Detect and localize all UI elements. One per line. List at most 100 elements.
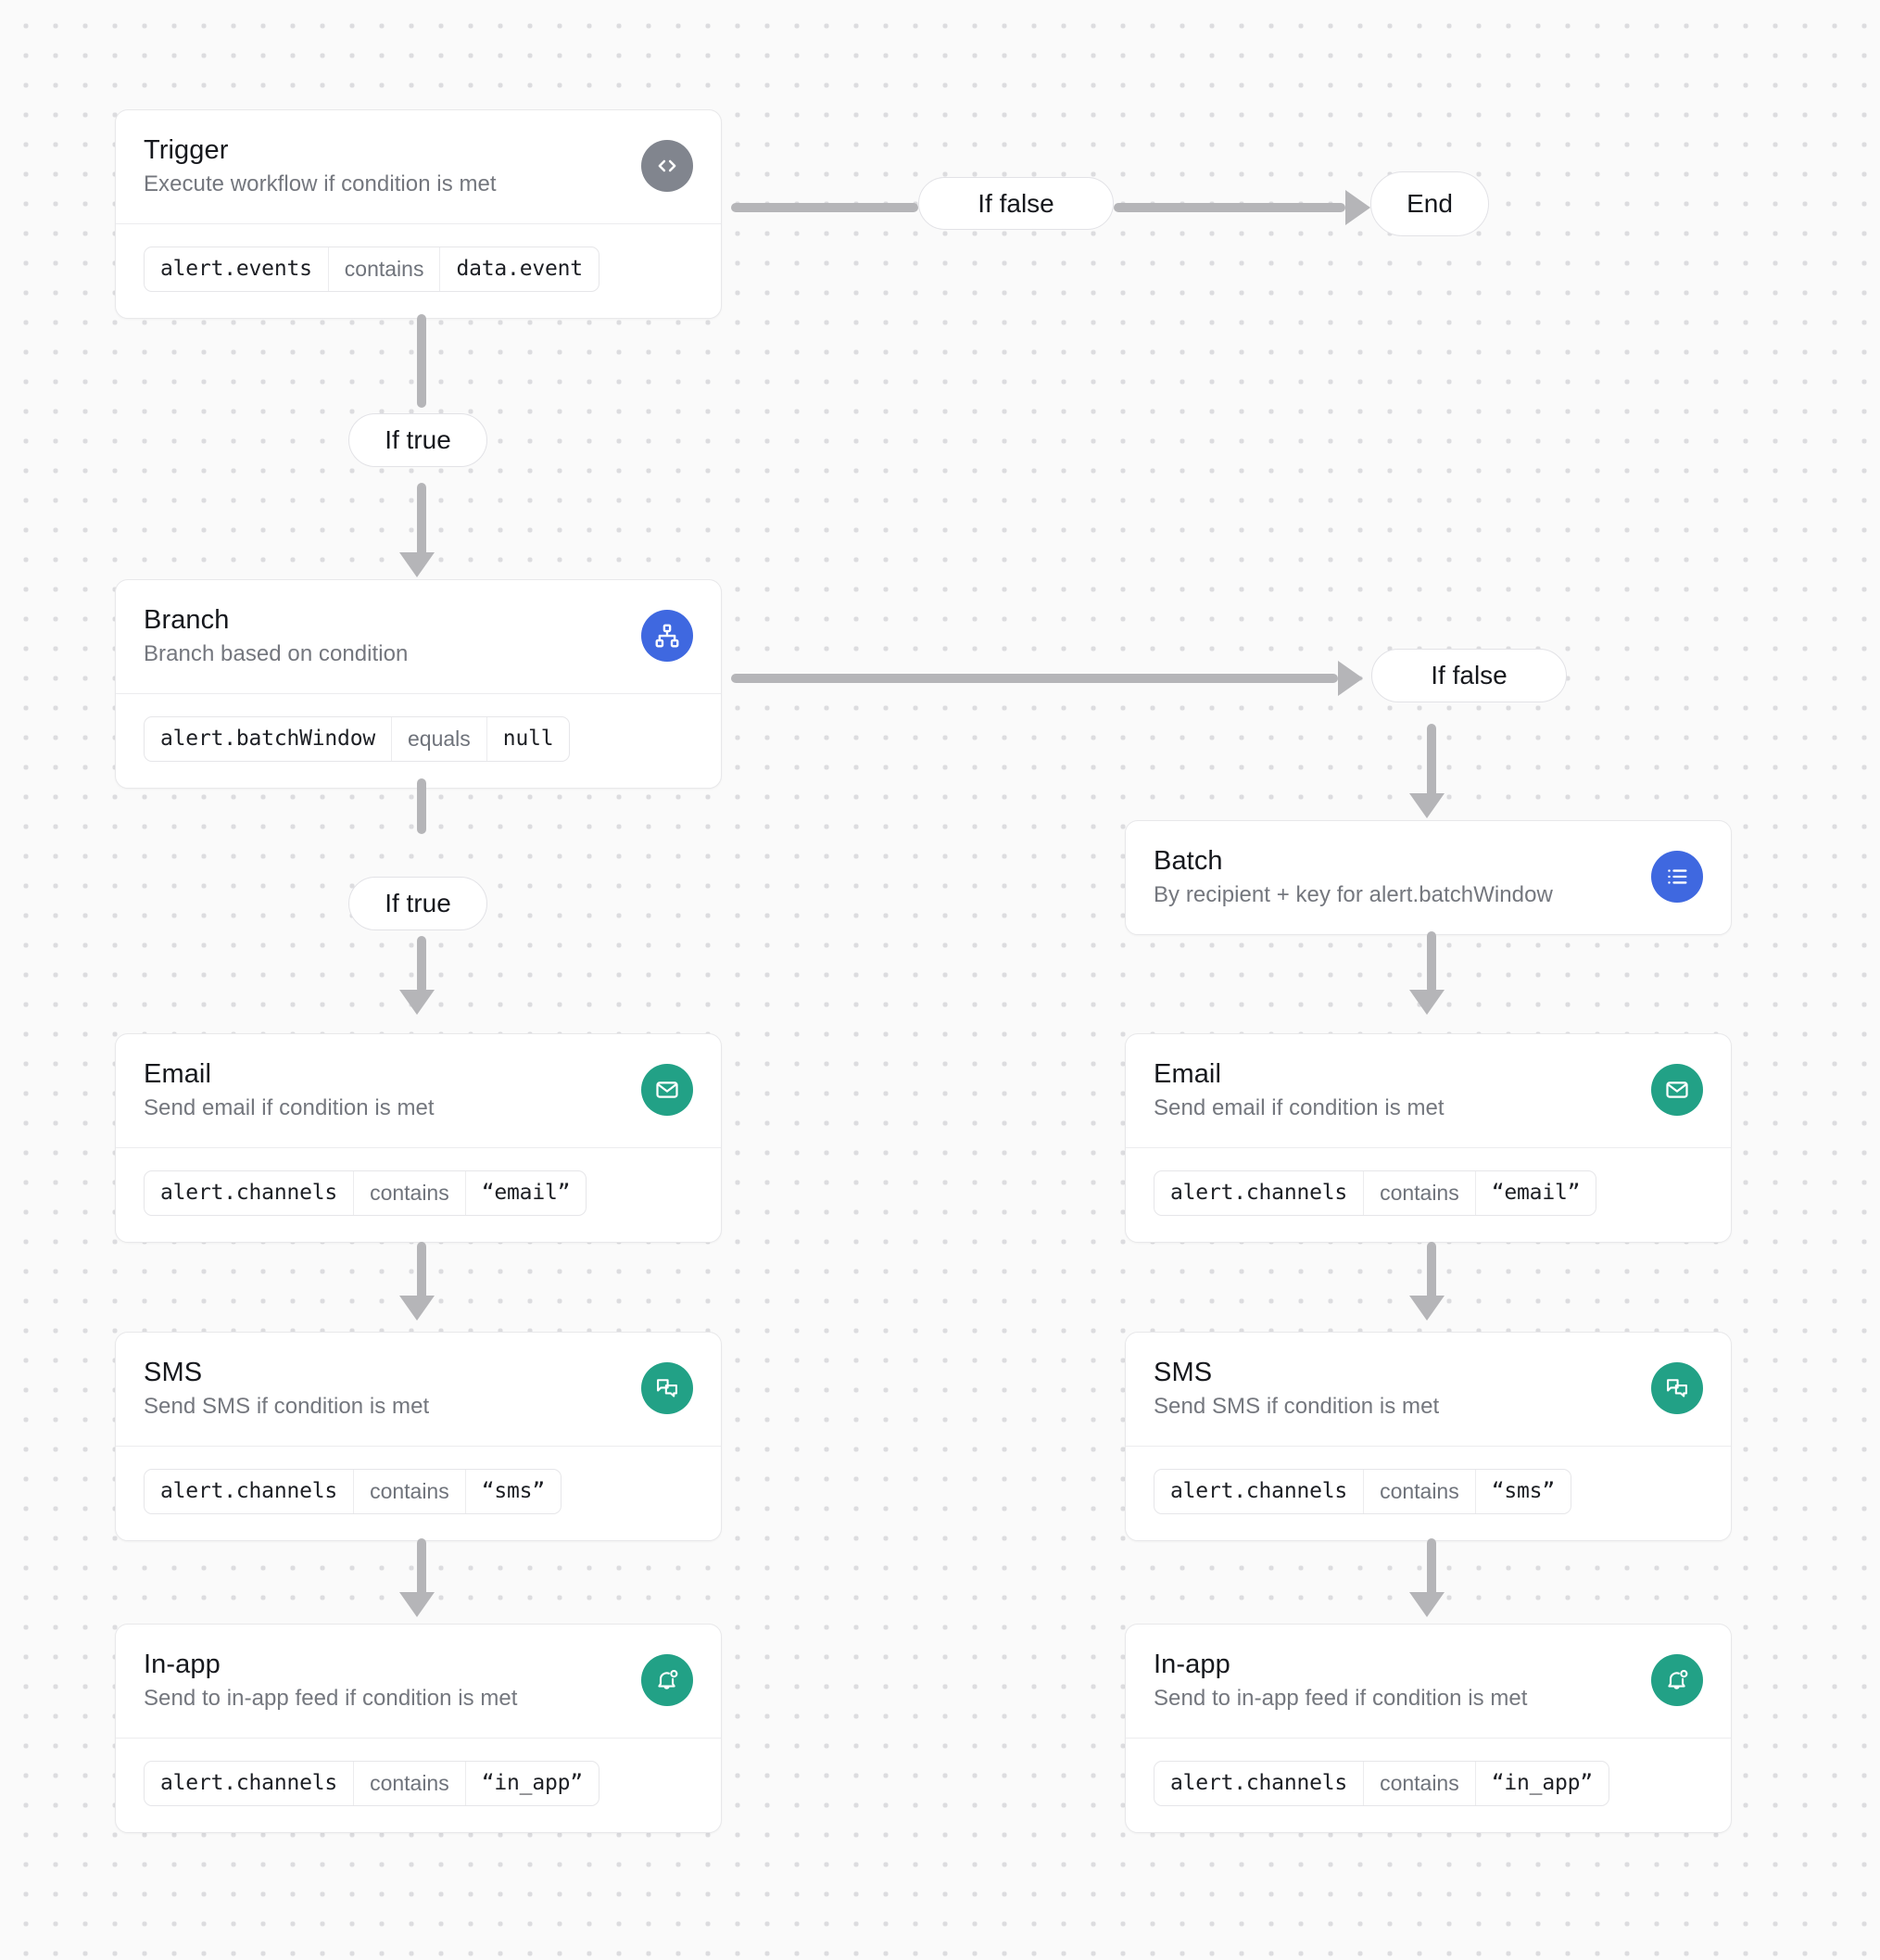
node-card-branch[interactable]: Branch Branch based on condition alert.b… (115, 579, 722, 790)
arrowhead-to-branch (399, 552, 435, 577)
condition-operator: contains (327, 247, 441, 292)
edge-sms-to-inapp-left (417, 1538, 426, 1597)
node-header-text: SMS Send SMS if condition is met (1154, 1359, 1440, 1420)
node-subtitle: Send SMS if condition is met (1154, 1394, 1440, 1420)
node-title: Trigger (144, 135, 229, 165)
condition-value: “sms” (481, 1479, 545, 1504)
node-card-batch[interactable]: Batch By recipient + key for alert.batch… (1125, 820, 1732, 936)
edge-if-false-to-batch (1427, 724, 1436, 798)
node-header-text: Batch By recipient + key for alert.batch… (1154, 846, 1553, 907)
condition-operator: contains (353, 1171, 466, 1216)
condition-value: “in_app” (481, 1771, 583, 1796)
condition-value: null (502, 727, 554, 752)
node-card-inapp-left[interactable]: In-app Send to in-app feed if condition … (115, 1624, 722, 1834)
condition-chip[interactable]: alert.channels contains “sms” (144, 1469, 561, 1515)
arrowhead-to-email-right (1409, 990, 1445, 1015)
condition-value: “email” (1491, 1181, 1581, 1206)
pill-branch-if-false[interactable]: If false (1371, 649, 1567, 702)
node-subtitle: Send to in-app feed if condition is met (144, 1686, 518, 1712)
node-subtitle: Send email if condition is met (144, 1095, 435, 1121)
chat-bubbles-icon (1651, 1362, 1703, 1415)
condition-chip[interactable]: alert.channels contains “sms” (1154, 1469, 1571, 1515)
pill-label: End (1407, 189, 1453, 218)
condition-field: alert.channels (1170, 1479, 1348, 1504)
edge-trigger-to-if-false (731, 203, 918, 212)
node-header: Branch Branch based on condition (116, 580, 721, 693)
pill-trigger-if-true[interactable]: If true (348, 413, 487, 467)
envelope-icon (641, 1064, 693, 1117)
condition-operator: equals (391, 717, 487, 762)
node-header: In-app Send to in-app feed if condition … (1126, 1625, 1731, 1738)
arrowhead-to-inapp-left (399, 1592, 435, 1617)
node-condition-row: alert.channels contains “in_app” (116, 1738, 721, 1832)
condition-field: alert.events (160, 257, 312, 282)
node-title: SMS (144, 1358, 203, 1387)
condition-chip[interactable]: alert.batchWindow equals null (144, 716, 571, 763)
edge-sms-to-inapp-right (1427, 1538, 1436, 1597)
condition-value: data.event (456, 257, 583, 282)
node-subtitle: Send to in-app feed if condition is met (1154, 1686, 1528, 1712)
pill-label: If true (385, 425, 451, 454)
node-condition-row: alert.channels contains “in_app” (1126, 1738, 1731, 1832)
edge-if-false-to-end (1114, 203, 1345, 212)
node-card-email-right[interactable]: Email Send email if condition is met ale… (1125, 1033, 1732, 1244)
node-card-inapp-right[interactable]: In-app Send to in-app feed if condition … (1125, 1624, 1732, 1834)
condition-value: “in_app” (1491, 1771, 1593, 1796)
node-condition-row: alert.channels contains “sms” (116, 1446, 721, 1540)
node-subtitle: Branch based on condition (144, 641, 409, 667)
edge-branch-to-if-false (731, 674, 1338, 683)
node-subtitle: Send email if condition is met (1154, 1095, 1445, 1121)
node-condition-row: alert.events contains data.event (116, 223, 721, 318)
node-header: Email Send email if condition is met (1126, 1034, 1731, 1147)
node-header: Batch By recipient + key for alert.batch… (1126, 821, 1731, 934)
condition-chip[interactable]: alert.channels contains “in_app” (1154, 1761, 1609, 1807)
hierarchy-icon (641, 610, 693, 663)
node-header-text: In-app Send to in-app feed if condition … (1154, 1650, 1528, 1712)
condition-chip[interactable]: alert.events contains data.event (144, 247, 599, 293)
node-card-sms-right[interactable]: SMS Send SMS if condition is met alert.c… (1125, 1332, 1732, 1542)
condition-operator: contains (1363, 1762, 1476, 1806)
node-header-text: Email Send email if condition is met (1154, 1059, 1445, 1121)
condition-field: alert.channels (160, 1479, 338, 1504)
condition-field: alert.channels (1170, 1771, 1348, 1796)
pill-branch-if-true[interactable]: If true (348, 877, 487, 930)
condition-value: “email” (481, 1181, 571, 1206)
node-card-sms-left[interactable]: SMS Send SMS if condition is met alert.c… (115, 1332, 722, 1542)
arrowhead-to-batch (1409, 793, 1445, 818)
pill-trigger-if-false[interactable]: If false (918, 177, 1114, 230)
envelope-icon (1651, 1064, 1703, 1117)
node-title: Batch (1154, 846, 1223, 876)
node-condition-row: alert.channels contains “email” (1126, 1147, 1731, 1242)
edge-if-true-to-email (417, 936, 426, 993)
condition-field: alert.channels (160, 1771, 338, 1796)
node-card-trigger[interactable]: Trigger Execute workflow if condition is… (115, 109, 722, 320)
node-header: Trigger Execute workflow if condition is… (116, 110, 721, 223)
node-header-text: Trigger Execute workflow if condition is… (144, 136, 497, 196)
condition-value: “sms” (1491, 1479, 1555, 1504)
node-header: In-app Send to in-app feed if condition … (116, 1625, 721, 1738)
pill-end[interactable]: End (1370, 171, 1489, 236)
chat-bubbles-icon (641, 1362, 693, 1415)
condition-chip[interactable]: alert.channels contains “email” (144, 1170, 587, 1217)
node-header: SMS Send SMS if condition is met (116, 1333, 721, 1446)
node-card-email-left[interactable]: Email Send email if condition is met ale… (115, 1033, 722, 1244)
arrowhead-to-sms-right (1409, 1296, 1445, 1321)
node-title: Branch (144, 605, 230, 635)
condition-chip[interactable]: alert.channels contains “in_app” (144, 1761, 599, 1807)
node-header-text: SMS Send SMS if condition is met (144, 1358, 430, 1420)
node-subtitle: Execute workflow if condition is met (144, 171, 497, 197)
bell-icon (1651, 1654, 1703, 1707)
node-subtitle: Send SMS if condition is met (144, 1394, 430, 1420)
pill-label: If false (978, 188, 1054, 218)
arrowhead-to-inapp-right (1409, 1592, 1445, 1617)
condition-chip[interactable]: alert.channels contains “email” (1154, 1170, 1597, 1217)
condition-field: alert.channels (1170, 1181, 1348, 1206)
list-icon (1651, 851, 1703, 904)
node-header-text: Email Send email if condition is met (144, 1060, 435, 1121)
edge-branch-to-if-true (417, 778, 426, 834)
node-title: In-app (144, 1650, 221, 1679)
node-title: Email (1154, 1059, 1222, 1089)
edge-batch-to-email-right (1427, 931, 1436, 993)
condition-field: alert.channels (160, 1181, 338, 1206)
